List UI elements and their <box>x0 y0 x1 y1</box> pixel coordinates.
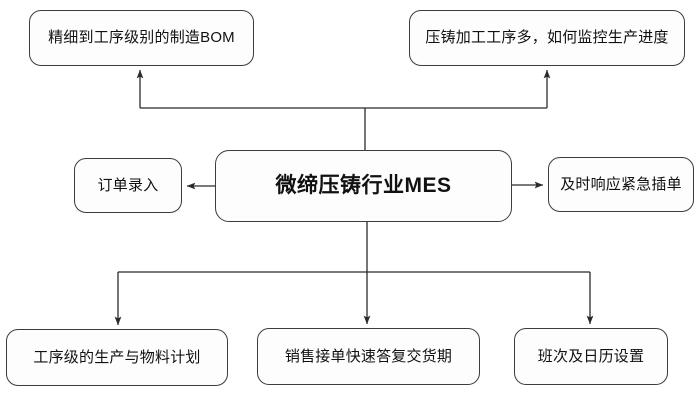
node-production-material-plan[interactable]: 工序级的生产与物料计划 <box>6 329 228 386</box>
node-production-progress-label: 压铸加工工序多，如何监控生产进度 <box>425 29 669 47</box>
node-production-progress[interactable]: 压铸加工工序多，如何监控生产进度 <box>409 10 685 66</box>
node-urgent-order-response[interactable]: 及时响应紧急插单 <box>548 157 694 212</box>
node-shift-calendar-setup-label: 班次及日历设置 <box>537 347 645 365</box>
node-order-entry-label: 订单录入 <box>97 176 159 194</box>
node-shift-calendar-setup[interactable]: 班次及日历设置 <box>514 328 668 385</box>
node-urgent-order-response-label: 及时响应紧急插单 <box>560 175 682 193</box>
node-center-mes[interactable]: 微缔压铸行业MES <box>215 150 512 222</box>
node-delivery-date-reply[interactable]: 销售接单快速答复交货期 <box>257 328 480 385</box>
node-order-entry[interactable]: 订单录入 <box>74 158 182 213</box>
node-production-material-plan-label: 工序级的生产与物料计划 <box>33 348 201 366</box>
node-center-mes-label: 微缔压铸行业MES <box>275 173 452 197</box>
node-delivery-date-reply-label: 销售接单快速答复交货期 <box>284 347 453 365</box>
node-manufacturing-bom-label: 精细到工序级别的制造BOM <box>48 29 235 47</box>
node-manufacturing-bom[interactable]: 精细到工序级别的制造BOM <box>29 10 254 66</box>
